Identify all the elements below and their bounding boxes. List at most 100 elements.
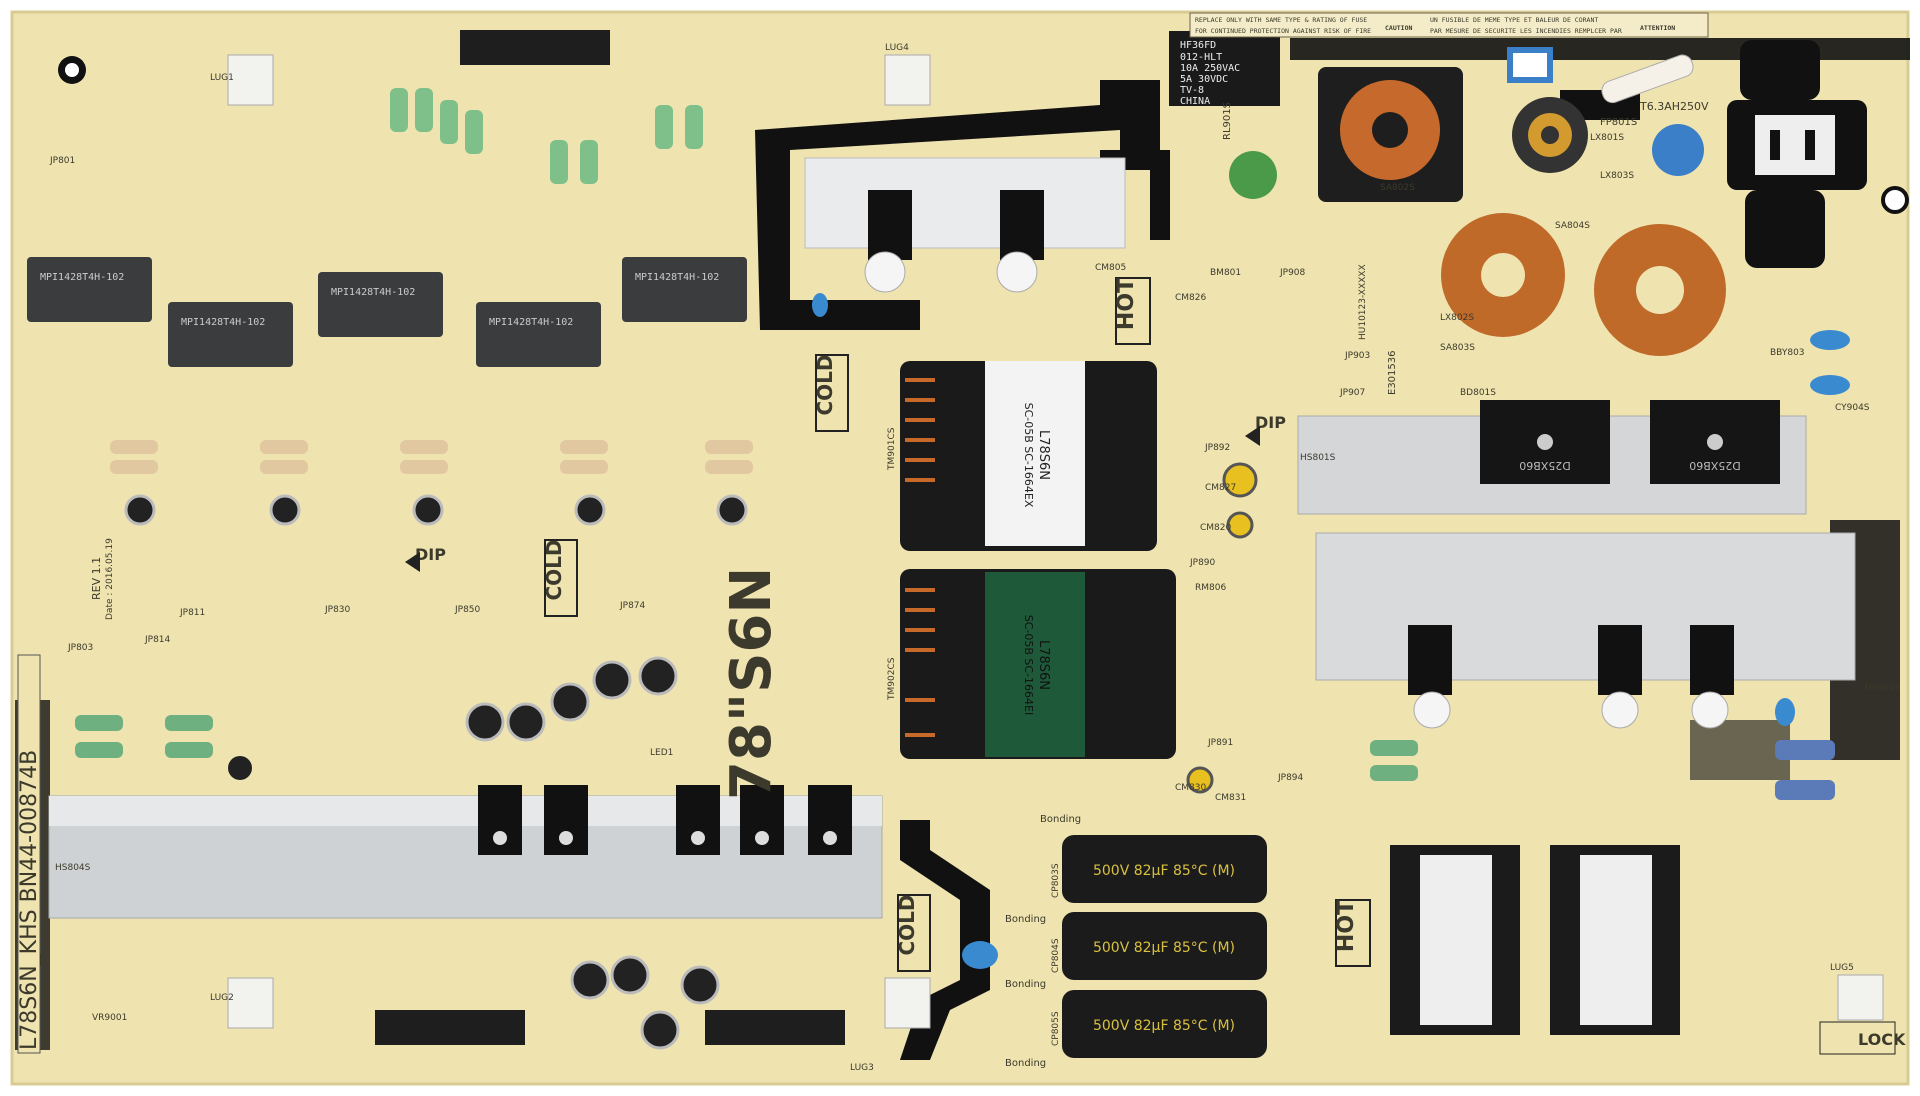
- pcb-part: [755, 831, 769, 845]
- fuse: [1601, 54, 1694, 104]
- bridge-rectifiers: D25XB60 D25XB60: [1480, 400, 1780, 484]
- pcb-part: [465, 110, 483, 154]
- pcb-part: [440, 100, 458, 144]
- pcb-part: [460, 30, 610, 65]
- silkscreen-text: LUG1: [210, 73, 234, 83]
- silkscreen-text: MPI1428T4H-102: [181, 317, 265, 328]
- pcb-part: [680, 965, 720, 1005]
- small-capacitors: [124, 494, 748, 1050]
- bridge-label: D25XB60: [1689, 459, 1741, 472]
- pcb-part: [985, 572, 1085, 757]
- transformer-1: L78S6N SC-05B SC-1664EX: [900, 361, 1157, 551]
- zone-labels: HOT HOT COLD COLD COLD DIP DIP: [405, 277, 1371, 972]
- pcb-part: [390, 88, 408, 132]
- silkscreen-text: JP811: [179, 608, 205, 618]
- silkscreen-text: Date : 2016.05.19: [105, 538, 115, 620]
- resistors: [75, 88, 1835, 800]
- pcb-part: [124, 494, 156, 526]
- silkscreen-text: JP890: [1189, 558, 1216, 568]
- pcb-part: TM901CS TM902CS: [887, 427, 897, 701]
- silkscreen-text: COLD: [813, 354, 837, 415]
- silkscreen-text: TV-8: [1180, 85, 1204, 96]
- silkscreen-text: LUG2: [210, 993, 234, 1003]
- ac-inlet-socket: [1727, 40, 1867, 268]
- pcb-part: [655, 105, 673, 149]
- bulk-cap-ref: CP804S: [1051, 938, 1061, 973]
- mosfets-right: [1408, 625, 1734, 695]
- pcb-part: MPI1428T4H-102 MPI1428T4H-102 MPI1428T4H…: [40, 272, 719, 328]
- silkscreen-text: JP908: [1279, 268, 1306, 278]
- silkscreen-text: CM827: [1205, 483, 1236, 493]
- pcb-part: [1186, 766, 1214, 794]
- silkscreen-text: JP903: [1344, 351, 1370, 361]
- pcb-part: [1335, 899, 1371, 967]
- silkscreen-text: MPI1428T4H-102: [489, 317, 573, 328]
- pcb-part: [493, 831, 507, 845]
- silkscreen-text: LUG3: [850, 1063, 874, 1073]
- silkscreen-text: HS802S: [1865, 683, 1901, 693]
- pcb-part: [1745, 190, 1825, 268]
- pcb-part: [1413, 691, 1451, 729]
- pcb-part: [1115, 277, 1151, 345]
- pcb-part: [1691, 691, 1729, 729]
- silkscreen-text: ATTENTION: [1640, 24, 1675, 32]
- bulk-cap-ref: CP805S: [1051, 1011, 1061, 1046]
- size-label: 78"S6N: [719, 567, 784, 800]
- pcb-part: [1810, 375, 1850, 395]
- silkscreen-text: DIP: [1255, 413, 1286, 432]
- pcb-part: [400, 440, 448, 454]
- pcb-part: [884, 54, 931, 106]
- silkscreen-text: JP850: [454, 605, 481, 615]
- pcb-part: [227, 977, 274, 1029]
- pcb-part: [506, 702, 546, 742]
- silkscreen-text: 10A 250VAC: [1180, 63, 1240, 74]
- silkscreen-text: Bonding: [1005, 979, 1046, 990]
- pcb-part: [544, 539, 578, 617]
- pcb-part: [705, 1010, 845, 1045]
- pcb-part: [685, 105, 703, 149]
- silkscreen-text: LUG5: [1830, 963, 1854, 973]
- silkscreen-text: CM826: [1175, 293, 1207, 303]
- pcb-part: [550, 140, 568, 184]
- pcb-part: [1420, 855, 1492, 1025]
- bulk-cap-ref: CP803S: [1051, 863, 1061, 898]
- silkscreen-text: HS801S: [1300, 453, 1336, 463]
- bridge-label: D25XB60: [1519, 459, 1571, 472]
- pcb-part: [227, 54, 274, 106]
- pcb-part: [465, 702, 505, 742]
- pcb-part: [1601, 691, 1639, 729]
- silkscreen-text: HOT: [1334, 900, 1359, 952]
- pcb-part: [1775, 780, 1835, 800]
- silkscreen-text: CAUTION: [1385, 24, 1412, 32]
- pcb-part: [1775, 698, 1795, 726]
- pcb-part: [17, 654, 41, 1054]
- silkscreen-text: L78S6N: [1036, 430, 1051, 480]
- pcb-part: [638, 656, 678, 696]
- transformer-windings: [905, 378, 935, 737]
- silkscreen-text: JP803: [67, 643, 93, 653]
- silkscreen-text: JP830: [324, 605, 351, 615]
- pcb-part: [1408, 625, 1452, 695]
- pcb-part: [705, 440, 753, 454]
- pcb-part: [560, 440, 608, 454]
- board-markings: L78S6N_KHS BN44-00874B 78"S6N REV 1.1 Da…: [17, 264, 1906, 1055]
- pcb-part: [1837, 974, 1884, 1021]
- silkscreen-text: 012-HLT: [1180, 52, 1222, 63]
- silkscreen-text: CM831: [1215, 793, 1246, 803]
- pcb-part: [168, 302, 293, 367]
- silkscreen-text: Bonding: [1040, 814, 1081, 825]
- silkscreen-text: JP814: [144, 635, 171, 645]
- pcb-part: [1740, 40, 1820, 100]
- silkscreen-text: HOT: [1114, 278, 1139, 330]
- pcb-part: [1372, 112, 1408, 148]
- silkscreen-text: JP891: [1207, 738, 1233, 748]
- silkscreen-text: MPI1428T4H-102: [331, 287, 415, 298]
- pcb-part: [559, 831, 573, 845]
- pcb-part: [640, 1010, 680, 1050]
- lugs: [227, 54, 1884, 1029]
- silkscreen-text: VR9001: [92, 1013, 127, 1023]
- pcb-part: [1100, 150, 1170, 240]
- pcb-part: [823, 831, 837, 845]
- silkscreen-text: BM801: [1210, 268, 1241, 278]
